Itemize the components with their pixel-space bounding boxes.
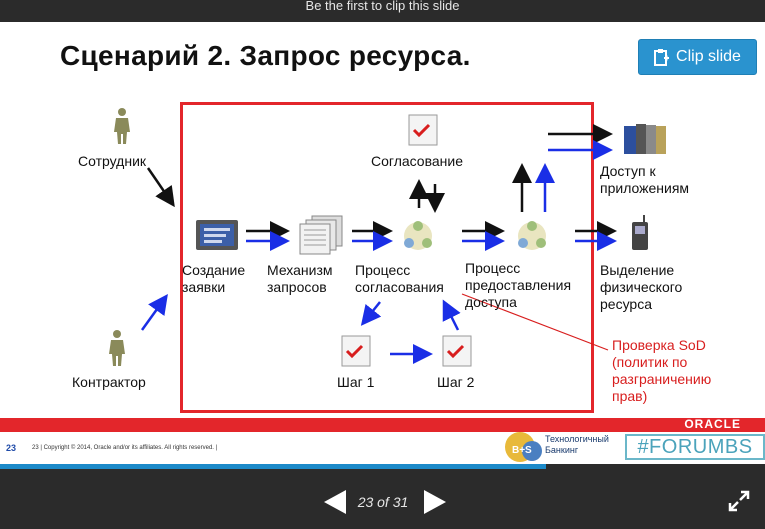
- applications-books-icon: [624, 124, 666, 154]
- documents-stack-icon: [299, 215, 343, 255]
- bank-name-line2: Банкинг: [545, 445, 579, 455]
- employee-person-icon: [114, 108, 130, 144]
- label-approval-process-line2: согласования: [355, 279, 444, 295]
- forum-hashtag: #FORUMBS: [625, 434, 765, 460]
- mobile-phone-icon: [632, 215, 648, 250]
- label-sod-line1: Проверка SoD: [612, 337, 706, 353]
- label-mechanism-line1: Механизм: [267, 262, 333, 278]
- label-approval-process-line1: Процесс: [355, 262, 411, 278]
- label-provision-process-line2: предоставления: [465, 277, 572, 293]
- clipboard-icon: [654, 49, 670, 66]
- arrow-step2-back: [442, 299, 461, 331]
- label-create-request: Создание заявки: [182, 262, 245, 296]
- diagram-graphics: [109, 108, 666, 367]
- label-app-access: Доступ к приложениям: [600, 163, 689, 197]
- label-provision-process-line3: доступа: [465, 294, 517, 310]
- expand-icon: [728, 490, 750, 512]
- slide-page-number: 23: [6, 443, 17, 453]
- slide-counter: 23 of 31: [357, 494, 409, 510]
- contractor-person-icon: [109, 330, 125, 366]
- label-sod-check: Проверка SoD (политик по разграничению п…: [612, 337, 711, 405]
- triangle-left-icon: [324, 490, 346, 514]
- request-form-icon: [196, 220, 238, 250]
- label-provision-process-line1: Процесс: [465, 260, 521, 276]
- label-sod-line3: разграничению: [612, 371, 712, 387]
- footer-red-band: [0, 418, 765, 432]
- label-sod-line2: (политик по: [612, 354, 688, 370]
- oracle-logo: ORACLE: [684, 417, 741, 431]
- sod-pointer-line: [461, 293, 609, 351]
- label-create-request-line1: Создание: [182, 262, 246, 278]
- step2-checklist-icon: [442, 335, 472, 367]
- approval-checklist-icon: [408, 114, 438, 146]
- slide-progress-bar: [0, 464, 547, 469]
- bank-logo-text: B+S: [512, 445, 532, 456]
- slide: Сценарий 2. Запрос ресурса. Clip slide: [0, 22, 765, 464]
- label-app-access-line1: Доступ к: [600, 163, 656, 179]
- process-frame: [180, 102, 594, 413]
- clip-slide-button[interactable]: Clip slide: [638, 39, 757, 75]
- copyright-text: 23 | Copyright © 2014, Oracle and/or its…: [32, 445, 218, 451]
- provision-cycle-icon: [518, 221, 546, 250]
- label-step2: Шаг 2: [437, 374, 475, 390]
- clip-prompt-text: Be the first to clip this slide: [305, 0, 460, 13]
- label-create-request-line2: заявки: [182, 279, 226, 295]
- arrow-to-step1: [360, 301, 382, 326]
- bank-logo-icon: B+S: [505, 432, 542, 462]
- approval-cycle-icon: [404, 221, 432, 250]
- label-mechanism-line2: запросов: [267, 279, 327, 295]
- fullscreen-button[interactable]: [728, 490, 750, 512]
- label-approval-process: Процесс согласования: [355, 262, 444, 296]
- label-contractor: Контрактор: [72, 374, 146, 390]
- label-physical-line1: Выделение: [600, 262, 675, 278]
- player-controls-bar: [0, 469, 765, 529]
- label-approval: Согласование: [371, 153, 463, 169]
- contractor-arrow: [140, 293, 168, 331]
- bank-name: Технологичный Банкинг: [545, 434, 609, 456]
- label-provision-process: Процесс предоставления доступа: [465, 260, 571, 311]
- clip-slide-label: Clip slide: [676, 48, 741, 65]
- label-sod-line4: прав): [612, 388, 648, 404]
- label-mechanism: Механизм запросов: [267, 262, 333, 296]
- label-step1: Шаг 1: [337, 374, 375, 390]
- next-slide-button[interactable]: [424, 490, 446, 514]
- label-physical-line2: физического: [600, 279, 683, 295]
- triangle-right-icon: [424, 490, 446, 514]
- clip-prompt-bar: Be the first to clip this slide: [0, 0, 765, 22]
- step1-checklist-icon: [341, 335, 371, 367]
- label-physical-resource: Выделение физического ресурса: [600, 262, 682, 313]
- label-physical-line3: ресурса: [600, 296, 652, 312]
- label-employee: Сотрудник: [78, 153, 147, 169]
- previous-slide-button[interactable]: [324, 490, 346, 514]
- slide-title: Сценарий 2. Запрос ресурса.: [60, 40, 471, 71]
- label-app-access-line2: приложениям: [600, 180, 690, 196]
- employee-arrow: [146, 167, 175, 208]
- bank-name-line1: Технологичный: [545, 434, 609, 444]
